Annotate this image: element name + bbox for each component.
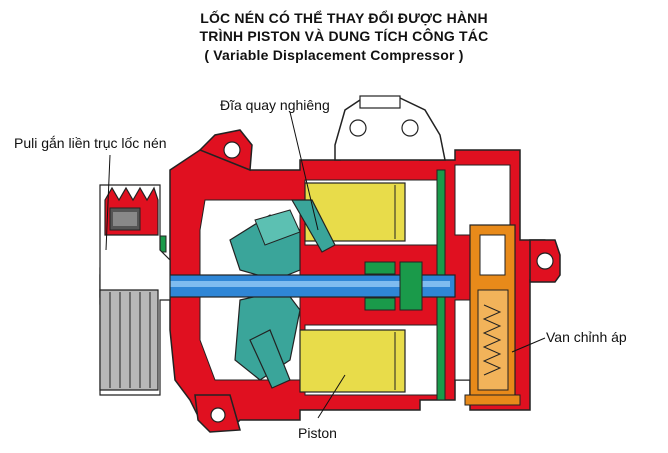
control-valve — [464, 224, 521, 406]
label-piston: Piston — [298, 425, 337, 441]
label-pulley: Puli gắn liền trục lốc nén — [14, 135, 167, 151]
label-control-valve: Van chỉnh áp — [546, 329, 627, 345]
label-swash-plate: Đĩa quay nghiêng — [220, 97, 330, 113]
piston-lower — [299, 329, 406, 393]
pulley — [99, 184, 171, 396]
swash-plate — [229, 199, 336, 389]
leader-lines — [105, 111, 546, 419]
title-line-3: ( Variable Displacement Compressor ) — [204, 47, 464, 63]
top-port-fitting — [334, 95, 446, 161]
title-line-1: LỐC NÉN CÓ THỂ THAY ĐỔI ĐƯỢC HÀNH — [200, 10, 488, 26]
title-line-2: TRÌNH PISTON VÀ DUNG TÍCH CÔNG TÁC — [199, 28, 489, 44]
